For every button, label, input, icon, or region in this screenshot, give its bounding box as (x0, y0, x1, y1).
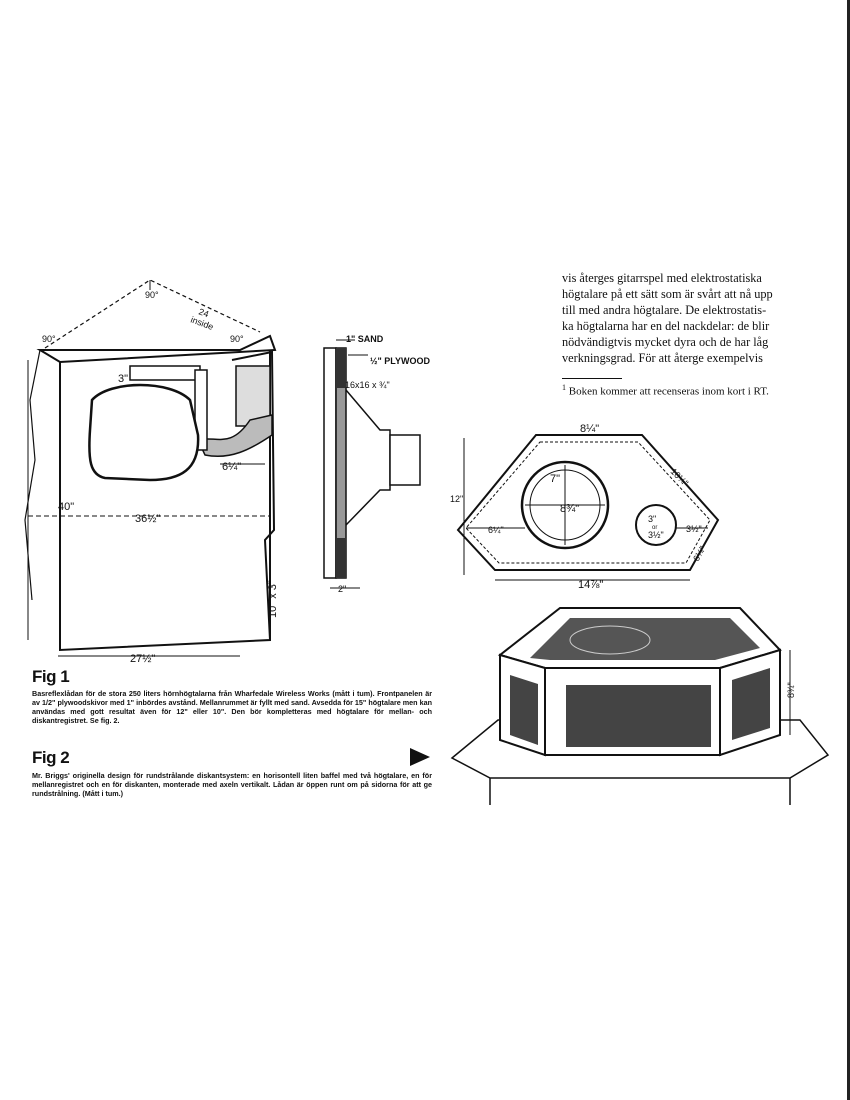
fig2-caption: Mr. Briggs' originella design för rundst… (32, 771, 432, 798)
dim-box-height: 8¾" (786, 682, 796, 698)
dim-big-hole-outer: 7" (550, 473, 560, 485)
dim-height: 12" (450, 494, 463, 504)
label-sand: 1" SAND (346, 334, 384, 344)
dim-small-hole-or: or (652, 525, 657, 531)
dim-depth: 24 (197, 306, 210, 319)
fig2-plan-drawing: 8¼" 10¼" 12" 7" 8¾" 6¼" 3" or 3½" 3½" 6¼… (450, 423, 720, 590)
body-line: ka högtalarna har en del nackdelar: de b… (562, 319, 770, 333)
fig1-drawing: 40" 36½" 27½" 6¼" 3" 10" x 3" 90° 90° 90… (24, 279, 430, 665)
body-line: högtalare på ett sätt som är svårt att n… (562, 287, 773, 301)
fig2-label: Fig 2 (32, 748, 70, 767)
cut-off-line (562, 262, 808, 270)
body-line: vis återges gitarrspel med elektrostatis… (562, 271, 762, 285)
arrow-right-icon (410, 748, 430, 766)
dim-right-margin: 3½" (686, 524, 702, 534)
angle-top: 90° (145, 290, 159, 300)
dim-top: 8¼" (580, 423, 599, 435)
dim-width-inner: 36½" (135, 513, 160, 525)
body-line: verkningsgrad. För att återge exempelvis (562, 351, 763, 365)
footnote-mark: 1 (562, 383, 566, 392)
body-line: till med andra högtalare. De elektrostat… (562, 303, 767, 317)
page-edge (847, 0, 850, 1100)
footnote-text: Boken kommer att recenseras inom kort i … (568, 385, 769, 398)
fig1-label: Fig 1 (32, 667, 70, 686)
label-plywood: ½" PLYWOOD (370, 356, 430, 366)
dim-left-margin: 6¼" (488, 525, 504, 535)
footnote-rule (562, 378, 622, 379)
dim-small-hole-b: 3½" (648, 530, 664, 540)
dim-depth-note: inside (189, 314, 215, 331)
dim-big-hole-inner: 8¾" (560, 503, 579, 515)
dim-small-hole-a: 3" (648, 514, 656, 524)
dim-gap: 2" (338, 584, 346, 594)
fig2-box-drawing: 8¾" (450, 607, 830, 805)
label-batten: 16x16 x ¾" (345, 380, 390, 390)
fig1-caption: Basreflexlådan för de stora 250 liters h… (32, 689, 432, 725)
dim-width-bottom: 27½" (130, 653, 155, 665)
body-line: nödvändigtvis mycket dyra och de har låg (562, 335, 769, 349)
body-text-column: vis återges gitarrspel med elektrostatis… (562, 268, 808, 366)
dim-port: 3" (118, 373, 128, 385)
dim-height: 40" (58, 501, 74, 513)
footnote: 1 Boken kommer att recenseras inom kort … (562, 383, 812, 398)
dim-side: 6¼" (222, 461, 241, 473)
angle-left: 90° (42, 334, 56, 344)
dim-base: 10" x 3" (267, 580, 279, 618)
dim-bottom: 14⅞" (578, 579, 603, 590)
angle-right: 90° (230, 334, 244, 344)
